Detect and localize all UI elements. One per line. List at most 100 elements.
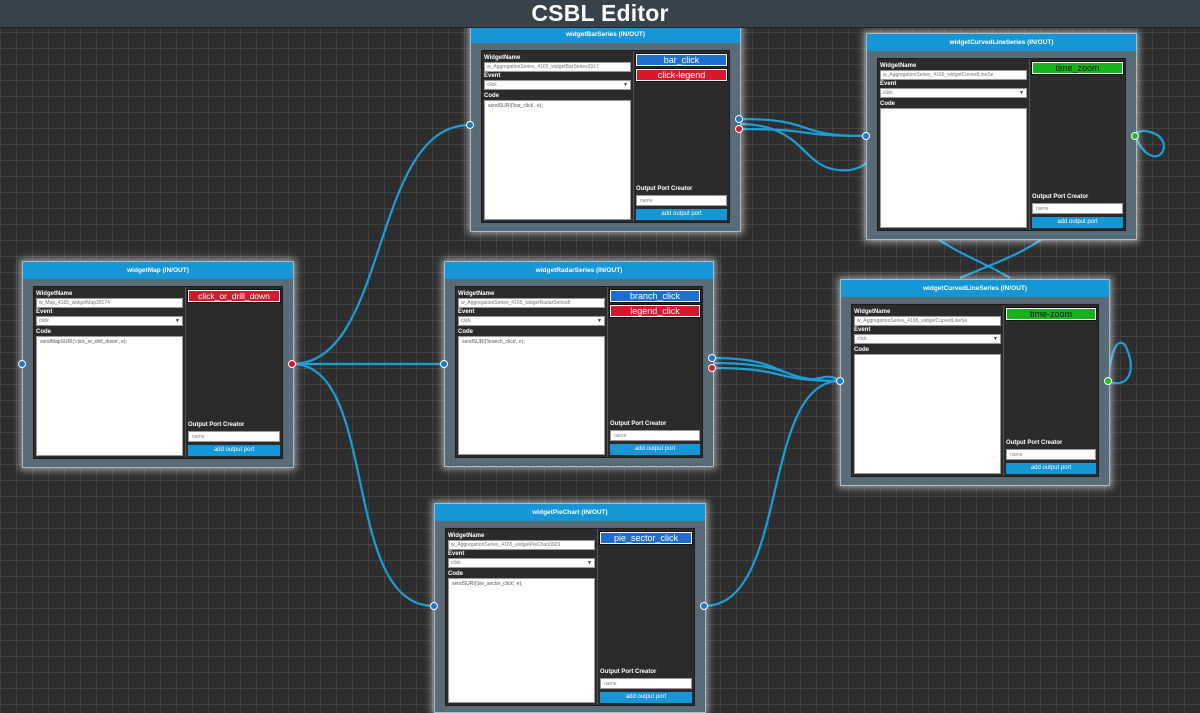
wire-curved1-to-curved2-b[interactable] xyxy=(959,236,1046,280)
event-select-value: click xyxy=(487,82,497,88)
add-output-port-button[interactable]: add output port xyxy=(1006,463,1096,474)
node-widget-curved-line-series-1[interactable]: widgetCurvedLineSeries (IN/OUT) WidgetNa… xyxy=(866,33,1137,240)
widget-name-label: WidgetName xyxy=(854,309,891,315)
output-port-creator-label: Output Port Creator xyxy=(1032,194,1089,200)
widget-name-field[interactable]: w_Map_4165_widgetMap39174 xyxy=(36,298,183,308)
port-name-input[interactable]: name xyxy=(1032,203,1123,214)
node-header[interactable]: widgetRadarSeries (IN/OUT) xyxy=(445,262,713,279)
wire-bar-loop-curved1[interactable] xyxy=(738,122,872,172)
output-port-dot[interactable] xyxy=(1104,377,1112,385)
input-port-dot[interactable] xyxy=(18,360,26,368)
output-port-creator-label: Output Port Creator xyxy=(1006,440,1063,446)
output-port-button[interactable]: click_or_drill_down xyxy=(187,289,281,303)
chevron-down-icon: ▼ xyxy=(623,82,628,88)
wire-bar-red-to-curved1[interactable] xyxy=(738,127,867,138)
output-port-button[interactable]: pie_sector_click xyxy=(599,531,693,545)
output-port-button[interactable]: time_zoom xyxy=(1031,61,1124,75)
node-widget-bar-series[interactable]: widgetBarSeries (IN/OUT) WidgetName w_Ag… xyxy=(470,25,741,232)
output-port-dot[interactable] xyxy=(735,125,743,133)
port-name-input[interactable]: name xyxy=(600,678,692,689)
wire-map-to-pie[interactable] xyxy=(291,362,435,608)
event-label: Event xyxy=(484,73,501,79)
code-editor[interactable]: sendSURI('bar_click', e); xyxy=(484,100,631,220)
add-output-port-button[interactable]: add output port xyxy=(600,692,692,703)
event-label: Event xyxy=(36,309,53,315)
output-port-button[interactable]: click-legend xyxy=(635,68,728,82)
node-body: WidgetName w_Map_4165_widgetMap39174 Eve… xyxy=(33,286,283,459)
output-port-dot[interactable] xyxy=(708,364,716,372)
event-select[interactable]: click▼ xyxy=(854,334,1001,344)
widget-name-field[interactable]: w_AggregationSeries_4165_widgetCurvedLin… xyxy=(880,70,1027,80)
event-select[interactable]: click▼ xyxy=(880,88,1027,98)
code-label: Code xyxy=(484,93,499,99)
event-select[interactable]: click ▼ xyxy=(448,558,595,568)
node-header[interactable]: widgetCurvedLineSeries (IN/OUT) xyxy=(841,280,1109,297)
input-port-dot[interactable] xyxy=(430,602,438,610)
event-label: Event xyxy=(448,551,465,557)
output-port-dot[interactable] xyxy=(700,602,708,610)
wire-curved2-out-loop[interactable] xyxy=(1106,341,1132,385)
input-port-dot[interactable] xyxy=(862,132,870,140)
chevron-down-icon: ▼ xyxy=(175,318,180,324)
wire-radar-blue-to-curved2[interactable] xyxy=(711,356,841,383)
wire-curved1-out-loop[interactable] xyxy=(1133,129,1165,158)
chevron-down-icon: ▼ xyxy=(587,560,592,566)
event-select-value: click xyxy=(451,560,461,566)
port-name-input[interactable]: name xyxy=(610,430,700,441)
event-select[interactable]: click ▼ xyxy=(484,80,631,90)
node-widget-curved-line-series-2[interactable]: widgetCurvedLineSeries (IN/OUT) WidgetNa… xyxy=(840,279,1110,486)
app-title: CSBL Editor xyxy=(531,0,669,26)
node-config-column: WidgetName w_AggregationSeries_4165_widg… xyxy=(446,529,597,705)
output-port-button[interactable]: legend_click xyxy=(609,304,701,318)
node-header[interactable]: widgetCurvedLineSeries (IN/OUT) xyxy=(867,34,1136,51)
chevron-down-icon: ▼ xyxy=(597,318,602,324)
wire-bar-blue-to-curved1[interactable] xyxy=(738,117,867,138)
event-select-value: click xyxy=(857,336,867,342)
code-editor[interactable]: sendMapSURI('click_or_drill_down', e); xyxy=(36,336,183,456)
output-port-button[interactable]: bar_click xyxy=(635,53,728,67)
add-output-port-button[interactable]: add output port xyxy=(188,445,280,456)
widget-name-label: WidgetName xyxy=(36,291,73,297)
port-name-input[interactable]: name xyxy=(636,195,727,206)
output-port-dot[interactable] xyxy=(708,354,716,362)
output-port-button[interactable]: branch_click xyxy=(609,289,701,303)
port-name-input[interactable]: name xyxy=(1006,449,1096,460)
add-output-port-button[interactable]: add output port xyxy=(1032,217,1123,228)
node-body: WidgetName w_AggregationSeries_4165_widg… xyxy=(445,528,695,706)
add-output-port-button[interactable]: add output port xyxy=(636,209,727,220)
code-editor[interactable] xyxy=(854,354,1001,474)
chevron-down-icon: ▼ xyxy=(1019,90,1024,96)
input-port-dot[interactable] xyxy=(466,121,474,129)
output-port-creator-label: Output Port Creator xyxy=(188,422,245,428)
event-select[interactable]: click▼ xyxy=(458,316,605,326)
widget-name-field[interactable]: w_AggregationSeries_4165_widgetPieChart3… xyxy=(448,540,595,550)
event-select[interactable]: click ▼ xyxy=(36,316,183,326)
code-editor[interactable]: sendSURI('branch_click', e); xyxy=(458,336,605,455)
output-port-dot[interactable] xyxy=(288,360,296,368)
output-port-creator-label: Output Port Creator xyxy=(636,186,693,192)
wire-radar-red-to-curved2[interactable] xyxy=(711,366,841,383)
event-select-value: click xyxy=(39,318,49,324)
node-header[interactable]: widgetMap (IN/OUT) xyxy=(23,262,293,279)
node-widget-radar-series[interactable]: widgetRadarSeries (IN/OUT) WidgetName w_… xyxy=(444,261,714,467)
add-output-port-button[interactable]: add output port xyxy=(610,444,700,455)
code-editor[interactable] xyxy=(880,108,1027,228)
widget-name-field[interactable]: w_AggregationSeries_4165_widgetCurvedLin… xyxy=(854,316,1001,326)
node-header[interactable]: widgetPieChart (IN/OUT) xyxy=(435,504,705,521)
node-widget-pie-chart[interactable]: widgetPieChart (IN/OUT) WidgetName w_Agg… xyxy=(434,503,706,713)
output-port-dot[interactable] xyxy=(1131,132,1139,140)
code-editor[interactable]: sendSURI('pie_sector_click', e); xyxy=(448,578,595,703)
input-port-dot[interactable] xyxy=(440,360,448,368)
widget-name-field[interactable]: w_AggregationSeries_4165_widgetRadarSeri… xyxy=(458,298,605,308)
input-port-dot[interactable] xyxy=(836,377,844,385)
wire-curved1-to-curved2-a[interactable] xyxy=(934,236,1011,279)
node-header[interactable]: widgetBarSeries (IN/OUT) xyxy=(471,26,740,43)
port-name-input[interactable]: name xyxy=(188,431,280,442)
output-port-button[interactable]: time-zoom xyxy=(1005,307,1097,321)
wire-radar-loop-curved2[interactable] xyxy=(711,361,841,383)
widget-name-field[interactable]: w_AggregationSeries_4165_widgetBarSeries… xyxy=(484,62,631,72)
wire-pie-to-curved2[interactable] xyxy=(703,379,841,608)
node-widget-map[interactable]: widgetMap (IN/OUT) WidgetName w_Map_4165… xyxy=(22,261,294,468)
output-port-dot[interactable] xyxy=(735,115,743,123)
event-label: Event xyxy=(458,309,475,315)
